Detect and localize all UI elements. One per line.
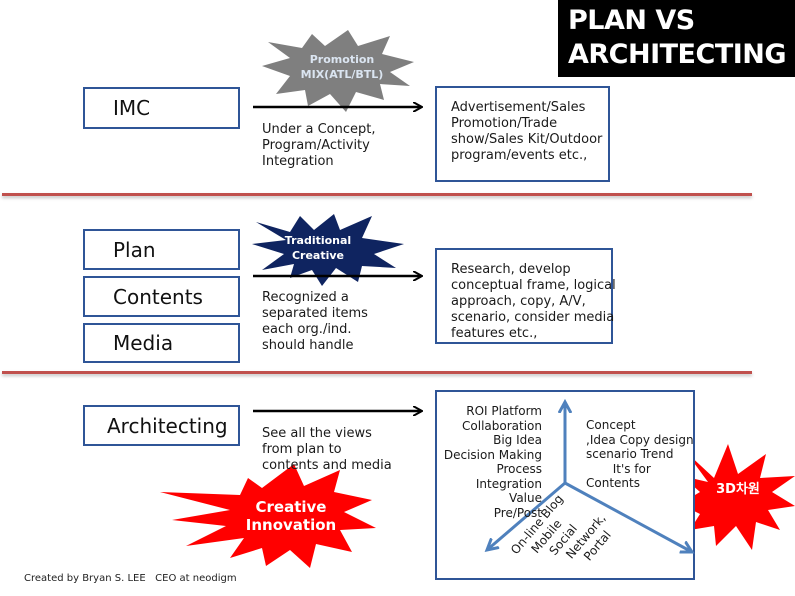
right-axis-item: It's for	[586, 461, 651, 476]
plan-result-line: conceptual frame, logical	[451, 278, 616, 293]
architecting-description-line: See all the views	[262, 426, 372, 441]
left-axis-item: Decision Making	[443, 447, 542, 462]
promotion-star-line: MIX(ATL/BTL)	[300, 68, 384, 81]
plan-box: Plan	[83, 229, 240, 270]
traditional-creative-line: Creative	[291, 249, 345, 262]
imc-result-line: show/Sales Kit/Outdoor	[451, 132, 603, 147]
diagram-right-labels: Concept ,Idea Copy design scenario Trend…	[586, 418, 694, 491]
right-axis-item: scenario Trend	[586, 447, 674, 461]
left-axis-item: Collaboration	[462, 418, 542, 433]
plan-result-line: Research, develop	[451, 262, 571, 277]
right-axis-item: Contents	[586, 476, 640, 490]
promotion-star-label: Promotion MIX(ATL/BTL)	[292, 52, 392, 82]
right-axis-item: Concept	[586, 418, 636, 432]
section-divider-1	[2, 193, 752, 196]
imc-description-line: Integration	[262, 154, 334, 169]
promotion-star-line: Promotion	[309, 53, 375, 66]
architecting-label: Architecting	[107, 413, 228, 438]
left-axis-item: ROI Platform	[466, 404, 542, 418]
plan-description-line: each org./ind.	[262, 322, 352, 337]
footer-credit: Created by Bryan S. LEE CEO at neodigm	[24, 573, 237, 584]
section-divider-2	[2, 371, 752, 374]
media-label: Media	[113, 331, 174, 355]
media-box: Media	[83, 323, 240, 363]
imc-result-box: Advertisement/Sales Promotion/Trade show…	[435, 86, 610, 182]
imc-box: IMC	[83, 87, 240, 129]
plan-result-line: approach, copy, A/V,	[451, 294, 586, 309]
left-axis-item: Value	[509, 491, 542, 505]
traditional-creative-star-label: Traditional Creative	[278, 233, 358, 263]
3d-star-shape	[680, 444, 795, 550]
architecting-description-line: contents and media	[262, 458, 392, 473]
imc-description-line: Program/Activity	[262, 138, 370, 153]
architecting-description: See all the views from plan to contents …	[262, 426, 392, 474]
contents-box: Contents	[83, 276, 240, 317]
left-axis-item: Pre/Post	[493, 505, 542, 520]
plan-description: Recognized a separated items each org./i…	[262, 290, 368, 354]
diagram-left-labels: ROI Platform Collaboration Big Idea Deci…	[430, 404, 542, 520]
plan-description-line: Recognized a	[262, 290, 349, 305]
creative-innovation-line: Innovation	[245, 516, 337, 534]
imc-description: Under a Concept, Program/Activity Integr…	[262, 122, 375, 170]
plan-description-line: separated items	[262, 306, 368, 321]
title-line-2: ARCHITECTING	[568, 39, 787, 70]
architecting-description-line: from plan to	[262, 442, 342, 457]
left-axis-item: Big Idea	[493, 433, 542, 447]
creative-innovation-line: Creative	[255, 498, 327, 516]
3d-dimension-badge: 3D차원	[716, 482, 760, 497]
contents-label: Contents	[113, 284, 203, 309]
imc-result-line: program/events etc.,	[451, 148, 588, 163]
imc-result-line: Promotion/Trade	[451, 116, 558, 131]
right-axis-item: ,Idea Copy design	[586, 432, 694, 447]
title-line-1: PLAN VS	[568, 5, 695, 36]
left-axis-item: Integration	[475, 476, 542, 491]
creative-innovation-badge: Creative Innovation	[236, 498, 346, 534]
slide-title: PLAN VS ARCHITECTING	[558, 0, 795, 77]
imc-description-line: Under a Concept,	[262, 122, 376, 137]
plan-label: Plan	[113, 237, 156, 262]
left-axis-item: Process	[496, 462, 542, 476]
traditional-creative-line: Traditional	[284, 234, 352, 247]
plan-result-line: features etc.,	[451, 326, 538, 341]
plan-result-box: Research, develop conceptual frame, logi…	[435, 248, 616, 344]
imc-result-line: Advertisement/Sales	[451, 100, 586, 115]
plan-description-line: should handle	[262, 338, 354, 353]
plan-result-line: scenario, consider media	[451, 310, 615, 325]
imc-label: IMC	[113, 96, 151, 120]
architecting-box: Architecting	[83, 405, 240, 446]
